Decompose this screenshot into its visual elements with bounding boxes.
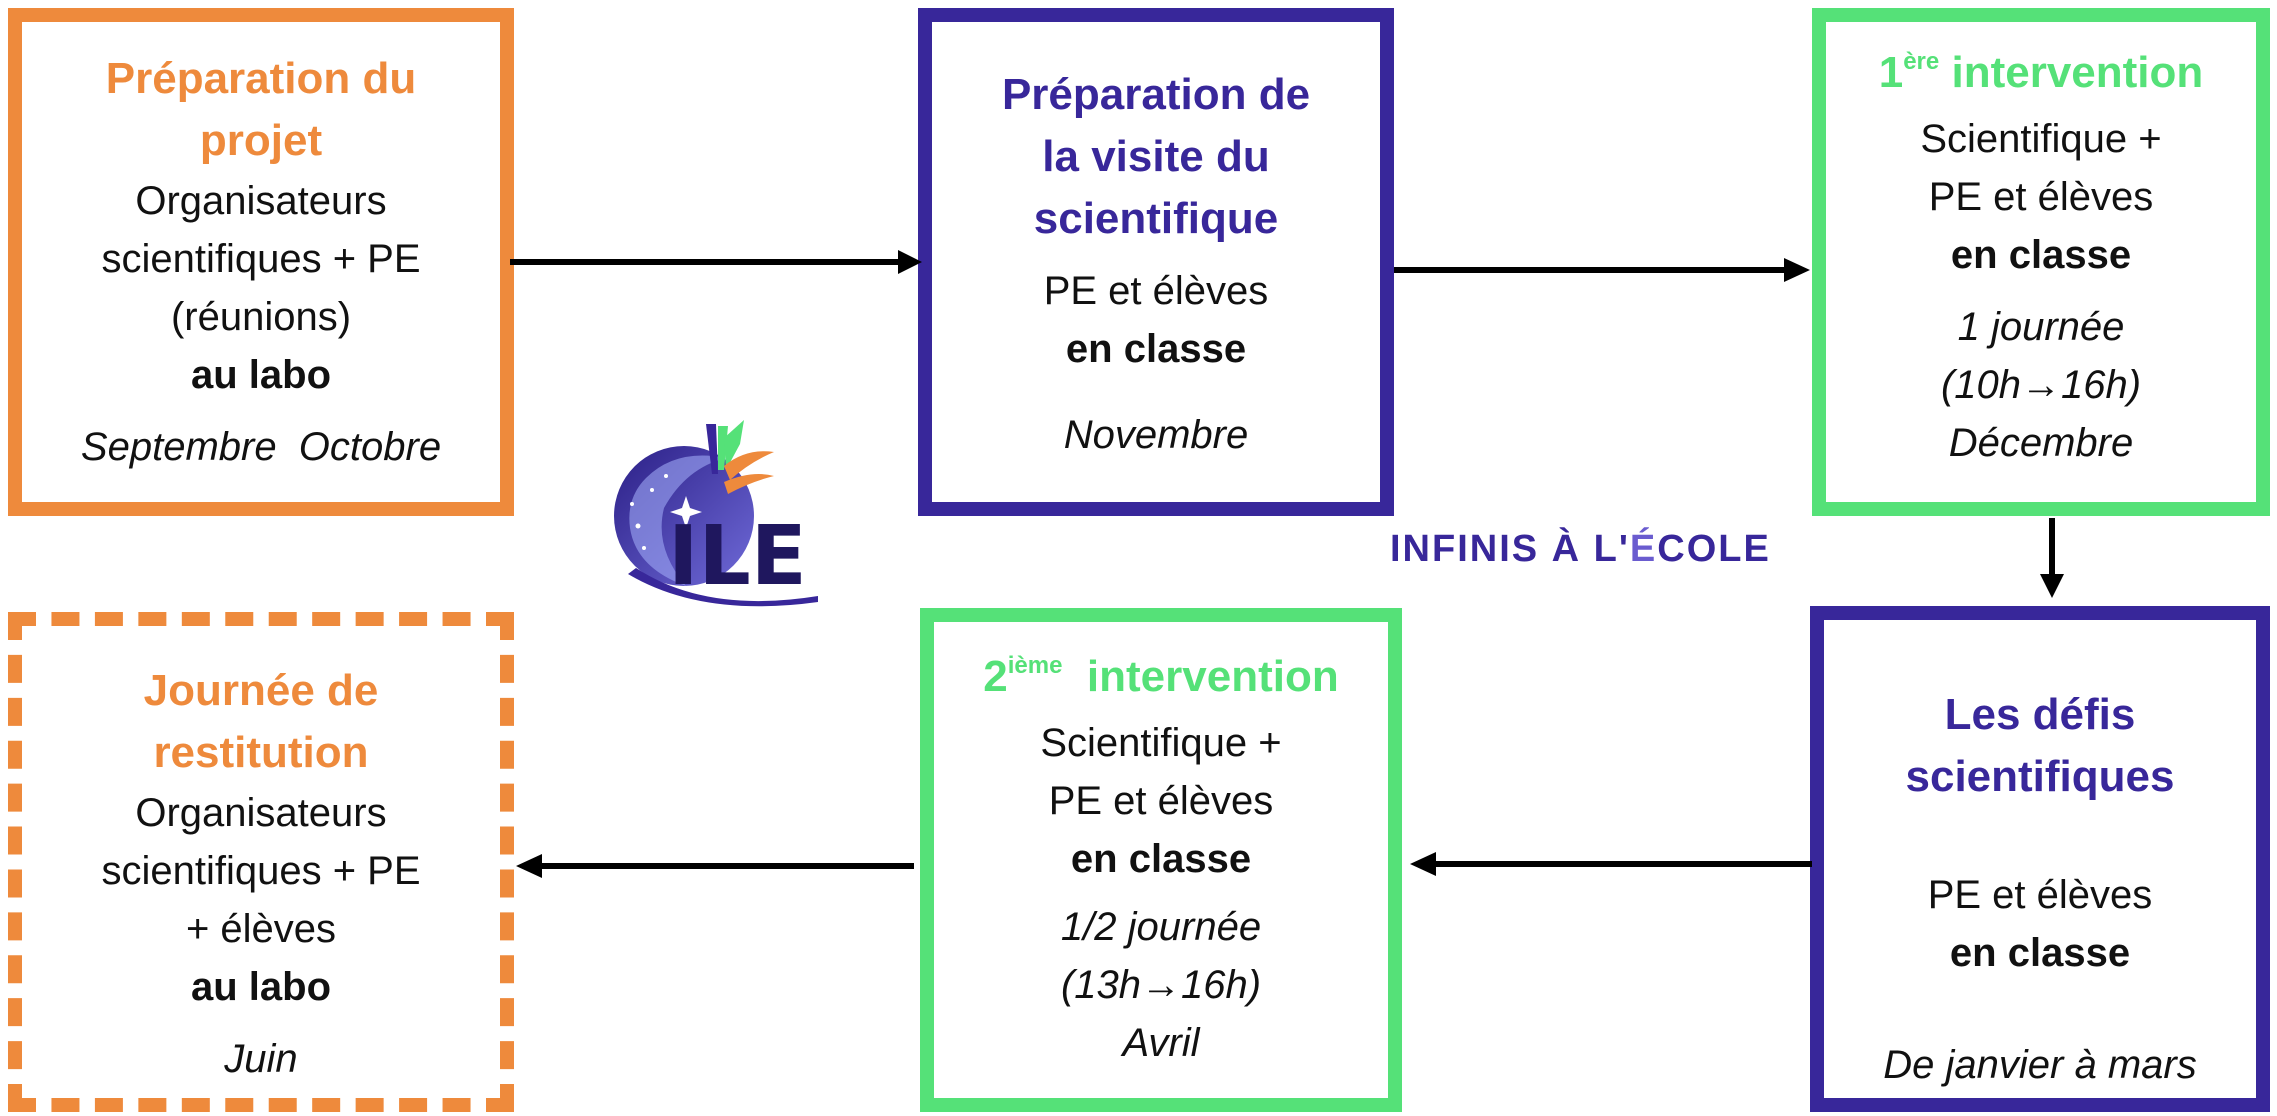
box-title-line: Journée de	[143, 666, 379, 715]
box-period: De janvier à mars	[1883, 1043, 2197, 1087]
box-hours: (13h→16h)	[1060, 963, 1262, 1007]
title-superscript: ième	[1007, 652, 1063, 679]
arrow-visite-to-intervention1	[1394, 258, 1810, 282]
box-defis-scientifiques: Les défis scientifiques PE et élèves en …	[1810, 606, 2270, 1112]
title-rest: intervention	[1939, 48, 2204, 97]
box-period: Septembre Octobre	[80, 425, 442, 469]
title-rest: intervention	[1062, 652, 1339, 701]
box-period: Juin	[224, 1037, 298, 1081]
arrow-intervention2-to-restitution	[516, 854, 914, 878]
box-duration: 1/2 journée	[1060, 905, 1262, 949]
box-title-line: Préparation de	[1001, 70, 1311, 119]
box-text-line: PE et élèves	[1048, 779, 1274, 823]
box-place: en classe	[1949, 931, 2131, 975]
brand-name: INFINIS À L'ÉCOLE	[1390, 528, 1771, 571]
box-period: Décembre	[1948, 421, 2134, 465]
box-title-line: scientifiques	[1905, 752, 2175, 801]
arrow-defis-to-intervention2	[1410, 852, 1812, 876]
ile-logo: ILE	[614, 420, 818, 607]
box-title-line: projet	[199, 116, 323, 165]
logo-star	[670, 496, 702, 528]
brand-name-part: INFINIS À L'	[1390, 528, 1630, 570]
box-title: 1ère intervention	[1879, 42, 2204, 104]
box-title-line: restitution	[153, 728, 369, 777]
box-text-line: scientifiques + PE	[101, 237, 421, 281]
box-place: au labo	[190, 353, 332, 397]
box-place: en classe	[1070, 837, 1252, 881]
box-period: Novembre	[1063, 413, 1249, 457]
box-text-line: (réunions)	[170, 295, 352, 339]
box-period: Avril	[1122, 1021, 1200, 1065]
brand-name-part: COLE	[1657, 528, 1771, 570]
box-text-line: Organisateurs	[135, 179, 387, 223]
box-text-line: + élèves	[185, 907, 337, 951]
box-text-line: Organisateurs	[135, 791, 387, 835]
arrow-intervention1-to-defis	[2040, 518, 2064, 598]
box-intervention-1: 1ère intervention Scientifique + PE et é…	[1812, 8, 2270, 516]
box-text-line: PE et élèves	[1043, 269, 1269, 313]
box-title-line: Les défis	[1944, 690, 2136, 739]
box-preparation-visite: Préparation de la visite du scientifique…	[918, 8, 1394, 516]
box-place: en classe	[1065, 327, 1247, 371]
box-title-line: la visite du	[1042, 132, 1270, 181]
arrow-prep-to-visite	[510, 250, 922, 274]
box-text-line: scientifiques + PE	[101, 849, 421, 893]
box-text-line: Scientifique +	[1920, 117, 2162, 161]
box-text-line: Scientifique +	[1040, 721, 1282, 765]
box-text-line: PE et élèves	[1927, 873, 2153, 917]
title-superscript: ère	[1903, 48, 1940, 75]
box-preparation-projet: Préparation du projet Organisateurs scie…	[8, 8, 514, 516]
title-number: 2	[983, 652, 1008, 701]
box-place: au labo	[190, 965, 332, 1009]
box-place: en classe	[1950, 233, 2132, 277]
box-intervention-2: 2ième intervention Scientifique + PE et …	[920, 608, 1402, 1112]
box-title: 2ième intervention	[983, 646, 1338, 708]
box-hours: (10h→16h)	[1940, 363, 2142, 407]
logo-text: ILE	[668, 509, 807, 604]
box-title-line: scientifique	[1033, 194, 1279, 243]
box-title-line: Préparation du	[105, 54, 417, 103]
box-journee-restitution: Journée de restitution Organisateurs sci…	[8, 612, 514, 1112]
brand-name-accent: É	[1629, 528, 1658, 570]
box-duration: 1 journée	[1957, 305, 2125, 349]
title-number: 1	[1878, 48, 1904, 97]
box-text-line: PE et élèves	[1928, 175, 2154, 219]
